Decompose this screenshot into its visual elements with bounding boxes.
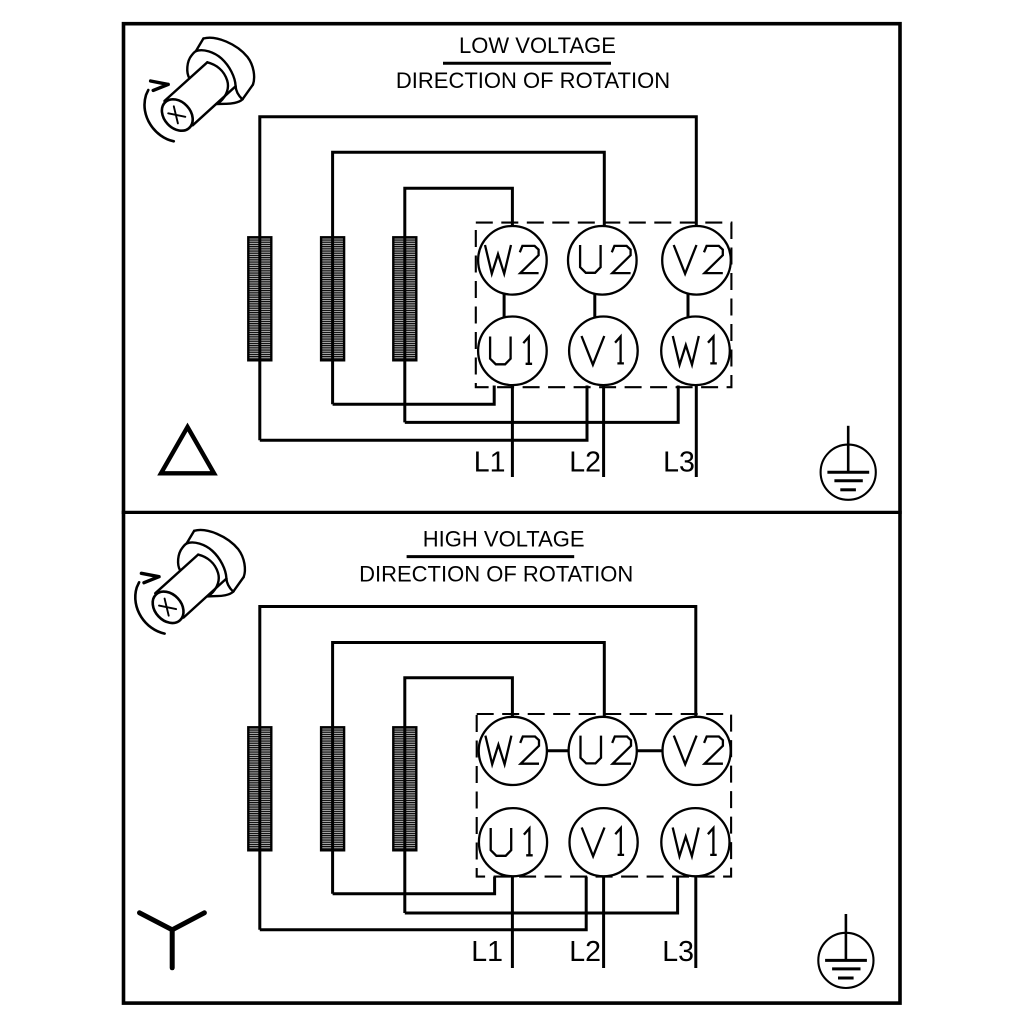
- svg-text:L3: L3: [663, 446, 695, 478]
- svg-text:L3: L3: [662, 936, 694, 968]
- svg-text:DIRECTION OF ROTATION: DIRECTION OF ROTATION: [396, 68, 670, 93]
- svg-text:HIGH VOLTAGE: HIGH VOLTAGE: [423, 527, 585, 552]
- svg-text:LOW VOLTAGE: LOW VOLTAGE: [459, 33, 616, 58]
- svg-text:L2: L2: [569, 446, 601, 478]
- svg-text:L1: L1: [474, 446, 506, 478]
- svg-text:L1: L1: [471, 936, 503, 968]
- svg-text:DIRECTION OF ROTATION: DIRECTION OF ROTATION: [359, 561, 633, 586]
- svg-text:L2: L2: [569, 936, 601, 968]
